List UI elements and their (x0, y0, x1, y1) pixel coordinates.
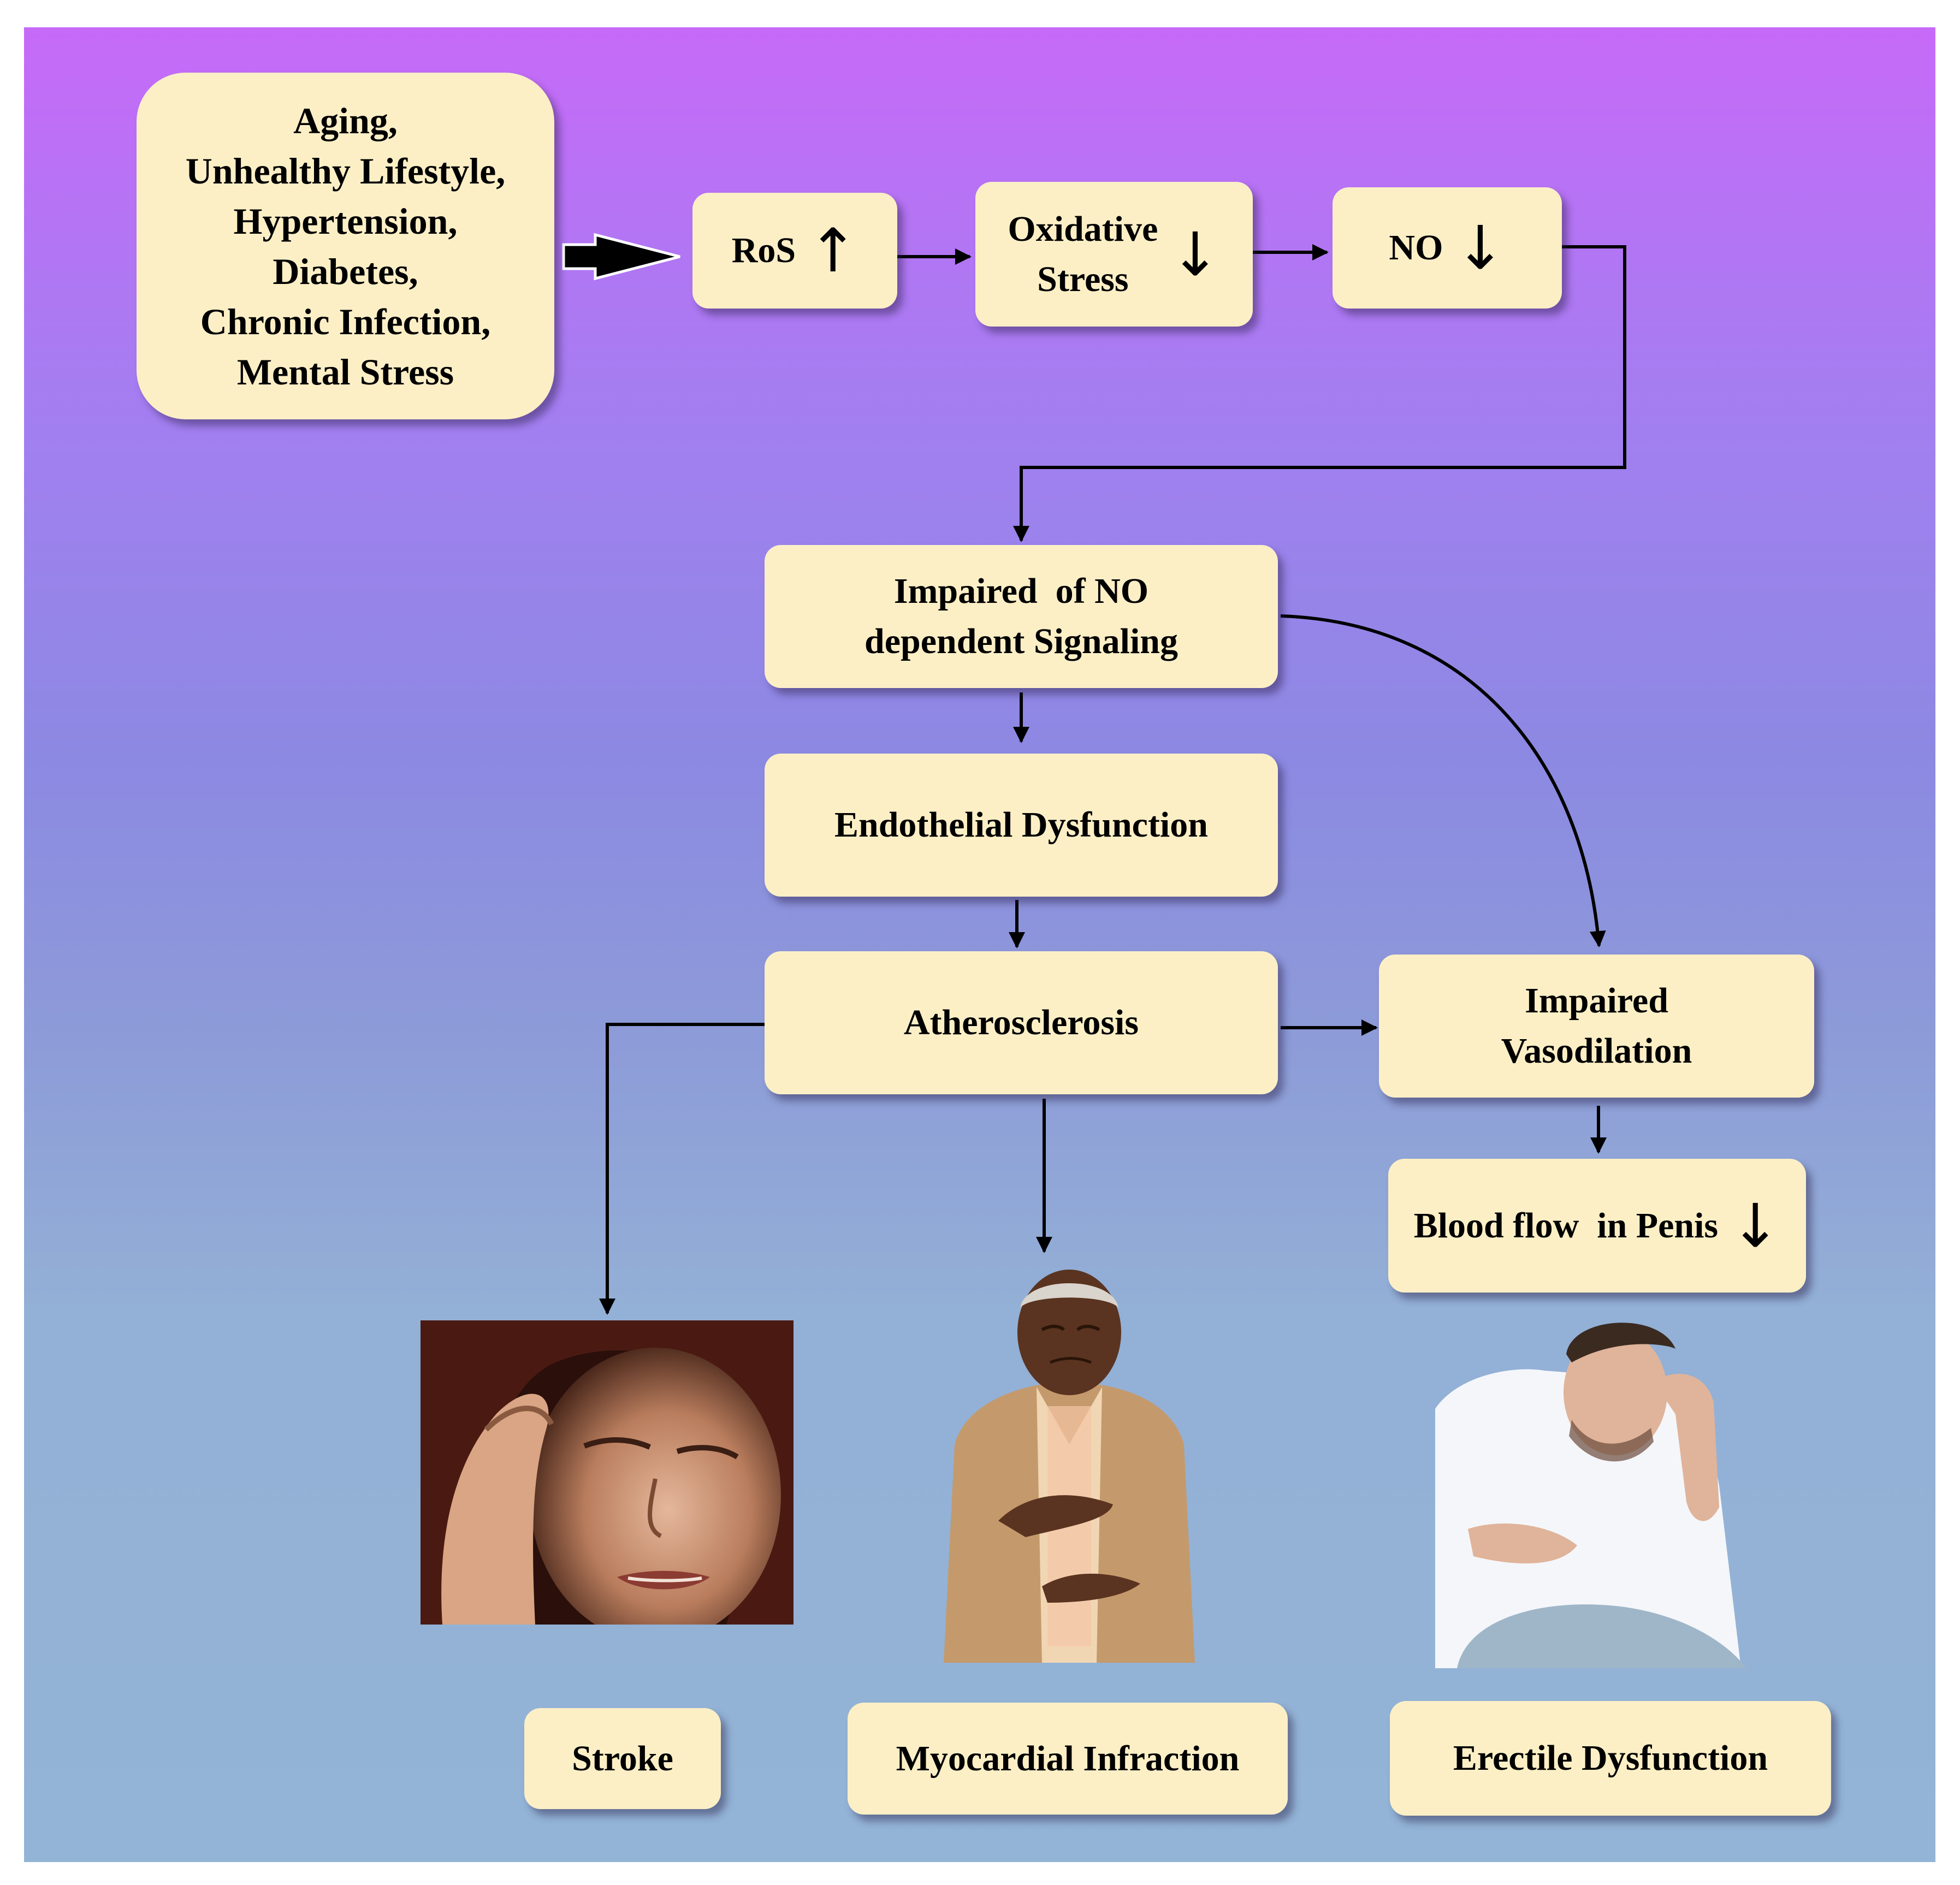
man-chest-pain-photo-art (944, 1270, 1195, 1663)
man-distressed-photo (1435, 1311, 1757, 1668)
down-arrow-icon: ↓ (1455, 213, 1506, 283)
risk-factor-line: Unhealthy Lifestyle, (185, 150, 506, 192)
signaling-label-line: dependent Signaling (864, 621, 1179, 661)
ros-label: RoS (731, 230, 796, 270)
no-label: NO (1389, 228, 1443, 268)
vasodilation-label-line: Impaired (1525, 981, 1668, 1021)
no-box: NO ↓ (1333, 187, 1562, 309)
atherosclerosis-label: Atherosclerosis (903, 1003, 1139, 1042)
endothelial-label: Endothelial Dysfunction (834, 805, 1208, 845)
blood-flow-label: Blood flow in Penis (1413, 1205, 1719, 1246)
signaling-label-line: Impaired of NO (893, 571, 1149, 611)
arrow-signaling-to-vasodilation (1280, 614, 1606, 947)
erectile-dysfunction-box: Erectile Dysfunction (1390, 1701, 1831, 1816)
stroke-box: Stroke (524, 1708, 721, 1809)
risk-factor-line: Hypertension, (233, 200, 458, 242)
risk-factor-line: Mental Stress (236, 351, 454, 393)
blood-flow-box: Blood flow in Penis ↓ (1388, 1159, 1806, 1293)
down-arrow-icon: ↓ (1170, 219, 1221, 289)
risk-factor-line: Chronic Infection, (200, 300, 491, 342)
woman-headache-photo-art (421, 1320, 794, 1625)
risk-factors-box: Aging, Unhealthy Lifestyle, Hypertension… (137, 73, 554, 419)
risk-factor-line: Diabetes, (273, 250, 418, 292)
ed-label: Erectile Dysfunction (1453, 1738, 1768, 1778)
oxidative-label-line: Stress (1037, 259, 1129, 299)
oxidative-label-line: Oxidative (1008, 209, 1158, 249)
man-distressed-photo-art (1435, 1323, 1746, 1668)
down-arrow-icon: ↓ (1730, 1190, 1781, 1261)
endothelial-dysfunction-box: Endothelial Dysfunction (765, 754, 1278, 897)
vasodilation-label-line: Vasodilation (1501, 1031, 1692, 1071)
impaired-vasodilation-box: Impaired Vasodilation (1379, 955, 1814, 1098)
up-arrow-icon: ↑ (808, 216, 858, 286)
man-chest-pain-photo (933, 1264, 1205, 1663)
stroke-label: Stroke (572, 1738, 673, 1779)
oxidative-stress-box: Oxidative Stress ↓ (975, 182, 1253, 327)
arrow-no-to-impaired-signaling (1013, 245, 1626, 542)
arrow-atherosclerosis-to-stroke (599, 1023, 765, 1315)
mi-label: Myocardial Infraction (896, 1738, 1240, 1779)
myocardial-infraction-box: Myocardial Infraction (848, 1703, 1288, 1815)
impaired-no-signaling-box: Impaired of NO dependent Signaling (765, 545, 1278, 688)
woman-headache-photo (421, 1320, 794, 1625)
atherosclerosis-box: Atherosclerosis (765, 951, 1278, 1094)
risk-factor-line: Aging, (293, 99, 398, 141)
ros-box: RoS ↑ (692, 193, 897, 309)
big-arrow-risk-to-ros (562, 233, 680, 281)
